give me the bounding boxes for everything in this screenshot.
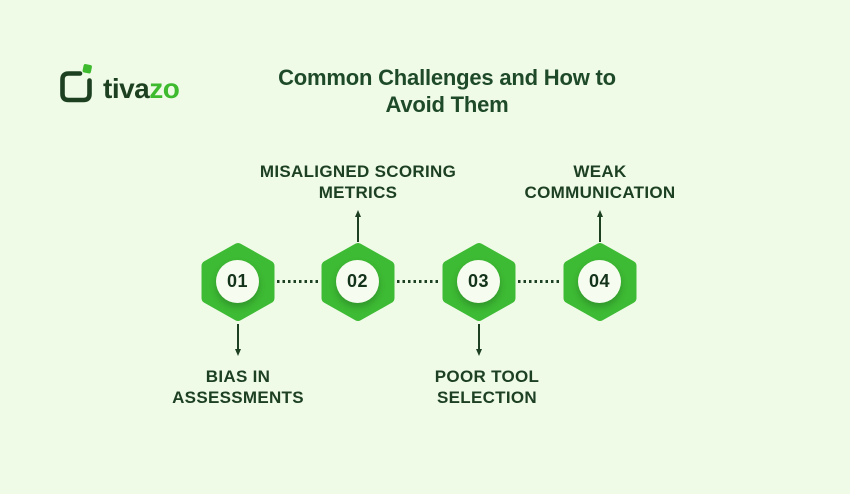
step-3-arrow-down	[475, 324, 482, 356]
step-3-number: 03	[467, 271, 490, 291]
step-2-arrow-up	[354, 210, 361, 242]
connector-1-2	[277, 280, 319, 283]
step-4-label-line2: COMMUNICATION	[524, 183, 676, 202]
tivazo-logo: tivazo	[57, 62, 180, 109]
step-2-label-line1: MISALIGNED SCORING	[259, 162, 457, 181]
step-4-label-line1: WEAK	[573, 162, 627, 181]
step-2-number-badge: 02	[336, 260, 379, 303]
connector-3-4	[518, 280, 561, 283]
step-1-number-badge: 01	[216, 260, 259, 303]
step-4-number: 04	[588, 271, 611, 291]
step-2-label-line2: METRICS	[318, 183, 398, 202]
step-4-arrow-up	[596, 210, 603, 242]
tivazo-mark-icon	[57, 62, 95, 109]
page-title: Common Challenges and How to Avoid Them	[235, 64, 659, 118]
connector-2-3	[397, 280, 440, 283]
logo-wordmark: tivazo	[103, 69, 180, 104]
step-1-label-line2: ASSESSMENTS	[172, 388, 304, 407]
step-2-label: MISALIGNED SCORING METRICS	[228, 161, 488, 203]
step-3-label-line1: POOR TOOL	[434, 367, 540, 386]
logo-wordmark-suffix: zo	[149, 72, 180, 104]
step-1-label: BIAS IN ASSESSMENTS	[108, 366, 368, 408]
step-2-number: 02	[346, 271, 369, 291]
step-4-number-badge: 04	[578, 260, 621, 303]
step-3-label: POOR TOOL SELECTION	[357, 366, 617, 408]
logo-wordmark-prefix: tiva	[103, 72, 150, 104]
step-1-number: 01	[226, 271, 249, 291]
step-4-label: WEAK COMMUNICATION	[470, 161, 730, 203]
page-title-line1: Common Challenges and How to	[278, 65, 616, 90]
page-title-line2: Avoid Them	[385, 92, 509, 117]
step-3-number-badge: 03	[457, 260, 500, 303]
step-1-label-line1: BIAS IN	[205, 367, 271, 386]
step-1-arrow-down	[234, 324, 241, 356]
step-3-label-line2: SELECTION	[437, 388, 537, 407]
